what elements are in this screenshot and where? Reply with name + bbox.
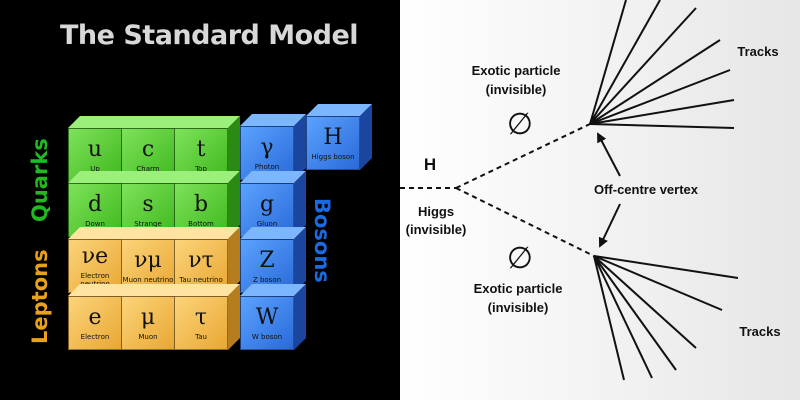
track-line: [589, 0, 627, 125]
particle-name: Z boson: [252, 275, 282, 284]
particle-name: Strange: [134, 219, 162, 228]
tracks-top-label: Tracks: [737, 44, 778, 59]
exotic-top-label-line1: Exotic particle: [472, 63, 561, 78]
particle-name: Electron: [80, 332, 110, 341]
particle-symbol: τ: [194, 304, 208, 330]
particle-name: Muon: [138, 332, 158, 341]
track-line: [593, 255, 723, 311]
standard-model-panel: The Standard Model Quarks Leptons Bosons…: [28, 20, 372, 350]
particle-name: Electron neutrino: [80, 271, 110, 288]
higgs-decay-panel: H Higgs (invisible) Exotic particle (inv…: [400, 0, 800, 400]
quarks-label: Quarks: [28, 138, 52, 222]
particle-cube-w-boson: W W boson: [240, 284, 306, 350]
track-line: [593, 255, 653, 379]
bosons-label: Bosons: [310, 198, 334, 283]
decay-diagram: H Higgs (invisible) Exotic particle (inv…: [400, 0, 781, 381]
leptons-label: Leptons: [28, 249, 52, 344]
track-line: [593, 255, 739, 279]
particle-name: Up: [90, 164, 100, 173]
particle-symbol: u: [87, 136, 103, 162]
panel-title: The Standard Model: [60, 20, 359, 51]
tracks-top: [589, 0, 735, 129]
tracks-bottom-label: Tracks: [739, 324, 780, 339]
vertex-arrow-bottom: [598, 203, 621, 248]
particle-symbol: d: [87, 191, 103, 217]
tracks-bottom: [593, 255, 739, 381]
exotic-bottom-label-line1: Exotic particle: [474, 281, 563, 296]
particle-symbol: b: [193, 191, 209, 217]
particle-symbol: ντ: [188, 247, 214, 273]
particle-name: Charm: [136, 164, 160, 173]
particle-name: Tau neutrino: [179, 275, 223, 284]
exotic-path-bottom: [455, 187, 595, 257]
particle-symbol: Z: [259, 247, 275, 273]
higgs-symbol: H: [424, 155, 436, 174]
particle-name: W boson: [251, 332, 283, 341]
particle-name: Higgs boson: [311, 152, 355, 161]
particle-name: Bottom: [188, 219, 214, 228]
higgs-label-line2: (invisible): [406, 222, 467, 237]
particle-symbol: γ: [260, 134, 274, 160]
particle-symbol: t: [196, 136, 206, 162]
particle-name: Muon neutrino: [122, 275, 174, 284]
track-line: [589, 7, 697, 125]
particle-cube-higgs-boson: H Higgs boson: [306, 104, 372, 170]
vertex-label: Off-centre vertex: [594, 182, 699, 197]
track-line: [593, 255, 697, 349]
particle-name: Gluon: [256, 219, 278, 228]
null-symbol-top: ∅: [507, 107, 533, 142]
track-line: [593, 255, 677, 371]
particle-symbol: νe: [81, 243, 109, 269]
null-symbol-bottom: ∅: [507, 241, 533, 276]
exotic-top-label-line2: (invisible): [486, 82, 547, 97]
particle-symbol: c: [141, 136, 155, 162]
particle-symbol: μ: [140, 304, 156, 330]
particle-symbol: W: [255, 304, 279, 330]
vertex-arrow-top: [597, 132, 621, 177]
track-line: [589, 39, 721, 125]
particle-name: Down: [85, 219, 105, 228]
higgs-label-line1: Higgs: [418, 204, 454, 219]
particle-symbol: g: [259, 191, 275, 217]
track-line: [593, 255, 625, 381]
track-line: [589, 0, 661, 125]
track-line: [589, 69, 731, 125]
track-line: [589, 123, 735, 129]
exotic-path-top: [455, 123, 591, 189]
particle-symbol: H: [323, 124, 343, 150]
particle-symbol: νμ: [134, 247, 162, 273]
particle-symbol: e: [88, 304, 102, 330]
particle-name: Tau: [195, 332, 207, 341]
particle-name: Photon: [254, 162, 280, 171]
particle-name: Top: [195, 164, 207, 173]
track-line: [589, 99, 735, 125]
exotic-bottom-label-line2: (invisible): [488, 300, 549, 315]
particle-symbol: s: [142, 191, 154, 217]
